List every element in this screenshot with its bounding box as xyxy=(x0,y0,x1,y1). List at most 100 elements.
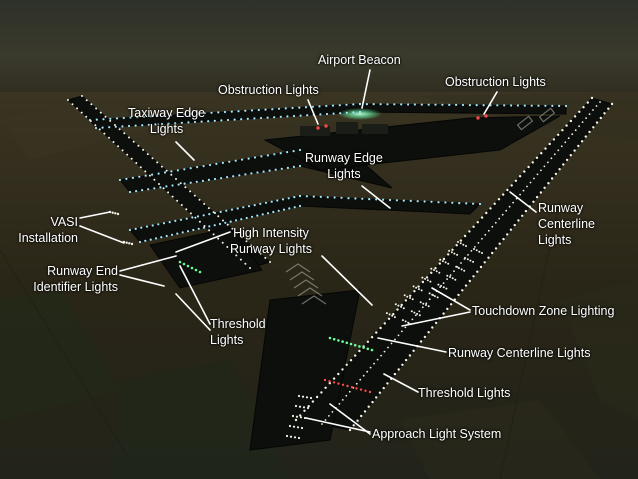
light-dot xyxy=(304,106,308,109)
light-dot xyxy=(442,286,445,289)
light-dot xyxy=(244,262,247,265)
light-dot xyxy=(450,251,453,254)
light-dot xyxy=(441,260,444,263)
light-dot xyxy=(135,162,138,164)
light-dot xyxy=(338,403,341,405)
light-dot xyxy=(286,115,289,118)
light-dot xyxy=(274,168,277,171)
light-dot xyxy=(189,212,192,215)
light-dot xyxy=(328,336,332,340)
light-dot xyxy=(157,223,160,226)
light-dot xyxy=(390,342,393,345)
light-dot xyxy=(468,279,471,283)
light-dot xyxy=(112,141,115,143)
light-dot xyxy=(446,307,449,311)
light-dot xyxy=(185,217,188,220)
light-dot xyxy=(277,209,280,212)
light-dot xyxy=(175,178,177,180)
light-dot xyxy=(447,262,450,265)
leader-line xyxy=(383,373,419,393)
light-dot xyxy=(547,182,550,185)
light-dot xyxy=(512,201,514,204)
light-dot xyxy=(476,270,479,273)
light-dot xyxy=(464,256,467,259)
light-dot xyxy=(245,216,248,220)
light-dot xyxy=(99,111,102,114)
light-dot xyxy=(558,168,561,171)
light-dot xyxy=(320,391,323,394)
light-dot xyxy=(417,288,420,291)
light-dot xyxy=(237,110,240,113)
light-dot xyxy=(523,170,526,173)
light-dot xyxy=(292,165,295,168)
light-dot xyxy=(121,149,124,152)
light-dot xyxy=(352,111,355,114)
light-dot xyxy=(212,211,215,214)
light-dot xyxy=(71,103,74,106)
light-dot xyxy=(111,211,114,214)
light-dot xyxy=(141,124,144,127)
light-dot xyxy=(468,104,471,107)
light-dot xyxy=(379,326,382,330)
light-dot xyxy=(375,331,378,334)
label-line: Runway xyxy=(538,201,584,215)
runway-markings xyxy=(285,107,556,305)
light-dot xyxy=(364,389,367,392)
light-dot xyxy=(446,274,449,277)
light-dot xyxy=(547,161,549,164)
light-dot xyxy=(174,122,177,125)
light-dot xyxy=(198,198,201,201)
light-dot xyxy=(355,387,358,390)
light-dot xyxy=(557,133,560,136)
light-dot xyxy=(293,206,296,209)
light-dot xyxy=(401,363,404,366)
light-dot xyxy=(189,181,192,184)
light-dot xyxy=(517,219,520,222)
light-dot xyxy=(457,293,460,297)
light-dot xyxy=(147,188,150,191)
light-dot xyxy=(440,284,443,287)
light-dot xyxy=(260,155,263,158)
light-dot xyxy=(437,283,440,286)
light-dot xyxy=(441,103,444,106)
light-dot xyxy=(446,278,448,280)
light-dot xyxy=(178,260,182,264)
light-dot xyxy=(428,292,431,295)
light-dot xyxy=(221,161,224,164)
light-dot xyxy=(167,191,170,194)
light-dot xyxy=(189,190,192,193)
light-dot xyxy=(220,119,223,122)
light-dot xyxy=(468,230,471,233)
light-dot xyxy=(553,153,556,156)
light-dot xyxy=(552,138,556,141)
label-line: Lights xyxy=(538,233,572,247)
leader-line xyxy=(431,287,471,311)
light-dot xyxy=(358,102,362,106)
light-dot xyxy=(466,258,469,261)
light-dot xyxy=(451,201,454,204)
light-dot xyxy=(574,129,577,132)
light-dot xyxy=(139,166,142,169)
light-dot xyxy=(240,118,243,121)
light-dot xyxy=(478,250,481,253)
pavement xyxy=(67,95,613,451)
light-dot xyxy=(401,330,403,333)
light-dot xyxy=(372,103,375,106)
light-dot xyxy=(328,380,331,383)
light-dot xyxy=(114,125,117,128)
light-dot xyxy=(337,339,340,342)
light-dot xyxy=(236,207,239,210)
light-dot xyxy=(437,201,440,204)
light-dot xyxy=(118,128,121,131)
light-dot xyxy=(465,202,468,205)
light-dot xyxy=(101,126,104,129)
light-dot xyxy=(455,103,458,106)
leader-lines xyxy=(79,69,537,435)
light-dot xyxy=(393,316,396,319)
light-dot xyxy=(506,233,509,236)
light-dot xyxy=(268,169,271,172)
light-dot xyxy=(98,128,101,131)
light-dot xyxy=(603,112,606,115)
